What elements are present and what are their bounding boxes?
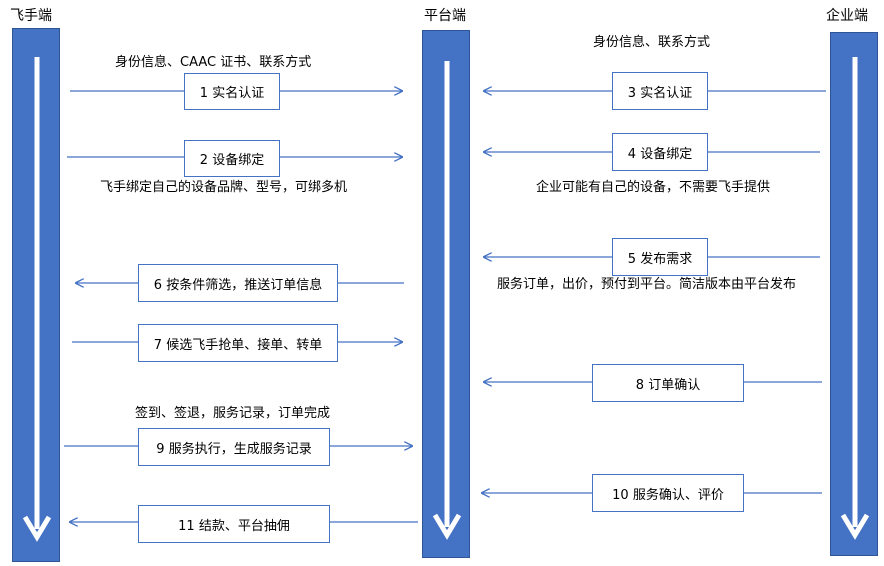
execution-note: 签到、签退，服务记录，订单完成: [135, 406, 331, 421]
enterprise-device-note: 企业可能有自己的设备，不需要飞手提供: [536, 180, 771, 195]
pilot-lane-title: 飞手端: [10, 8, 52, 24]
enterprise-lane-title: 企业端: [826, 8, 868, 24]
step-8-box: 8 订单确认: [592, 364, 744, 402]
step-10-box: 10 服务确认、评价: [592, 474, 744, 512]
down-arrow-icon: [432, 61, 462, 540]
pilot-identity-note: 身份信息、CAAC 证书、联系方式: [115, 55, 312, 70]
demand-note: 服务订单，出价，预付到平台。简洁版本由平台发布: [497, 277, 797, 292]
step-2-box: 2 设备绑定: [184, 140, 280, 177]
step-5-box: 5 发布需求: [612, 238, 708, 276]
enterprise-identity-note: 身份信息、联系方式: [593, 35, 711, 50]
step-6-box: 6 按条件筛选，推送订单信息: [138, 264, 338, 302]
down-arrow-icon: [840, 57, 870, 540]
step-3-box: 3 实名认证: [612, 72, 708, 110]
enterprise-lane: [830, 32, 878, 556]
down-arrow-icon: [22, 57, 52, 542]
platform-lane-title: 平台端: [424, 8, 466, 24]
pilot-lane: [12, 28, 60, 562]
step-9-box: 9 服务执行，生成服务记录: [138, 428, 330, 466]
pilot-device-note: 飞手绑定自己的设备品牌、型号，可绑多机: [100, 180, 348, 195]
step-11-box: 11 结款、平台抽佣: [138, 505, 330, 543]
step-4-box: 4 设备绑定: [612, 133, 708, 171]
step-7-box: 7 候选飞手抢单、接单、转单: [138, 324, 338, 362]
step-1-box: 1 实名认证: [184, 73, 280, 110]
platform-lane: [422, 30, 470, 558]
